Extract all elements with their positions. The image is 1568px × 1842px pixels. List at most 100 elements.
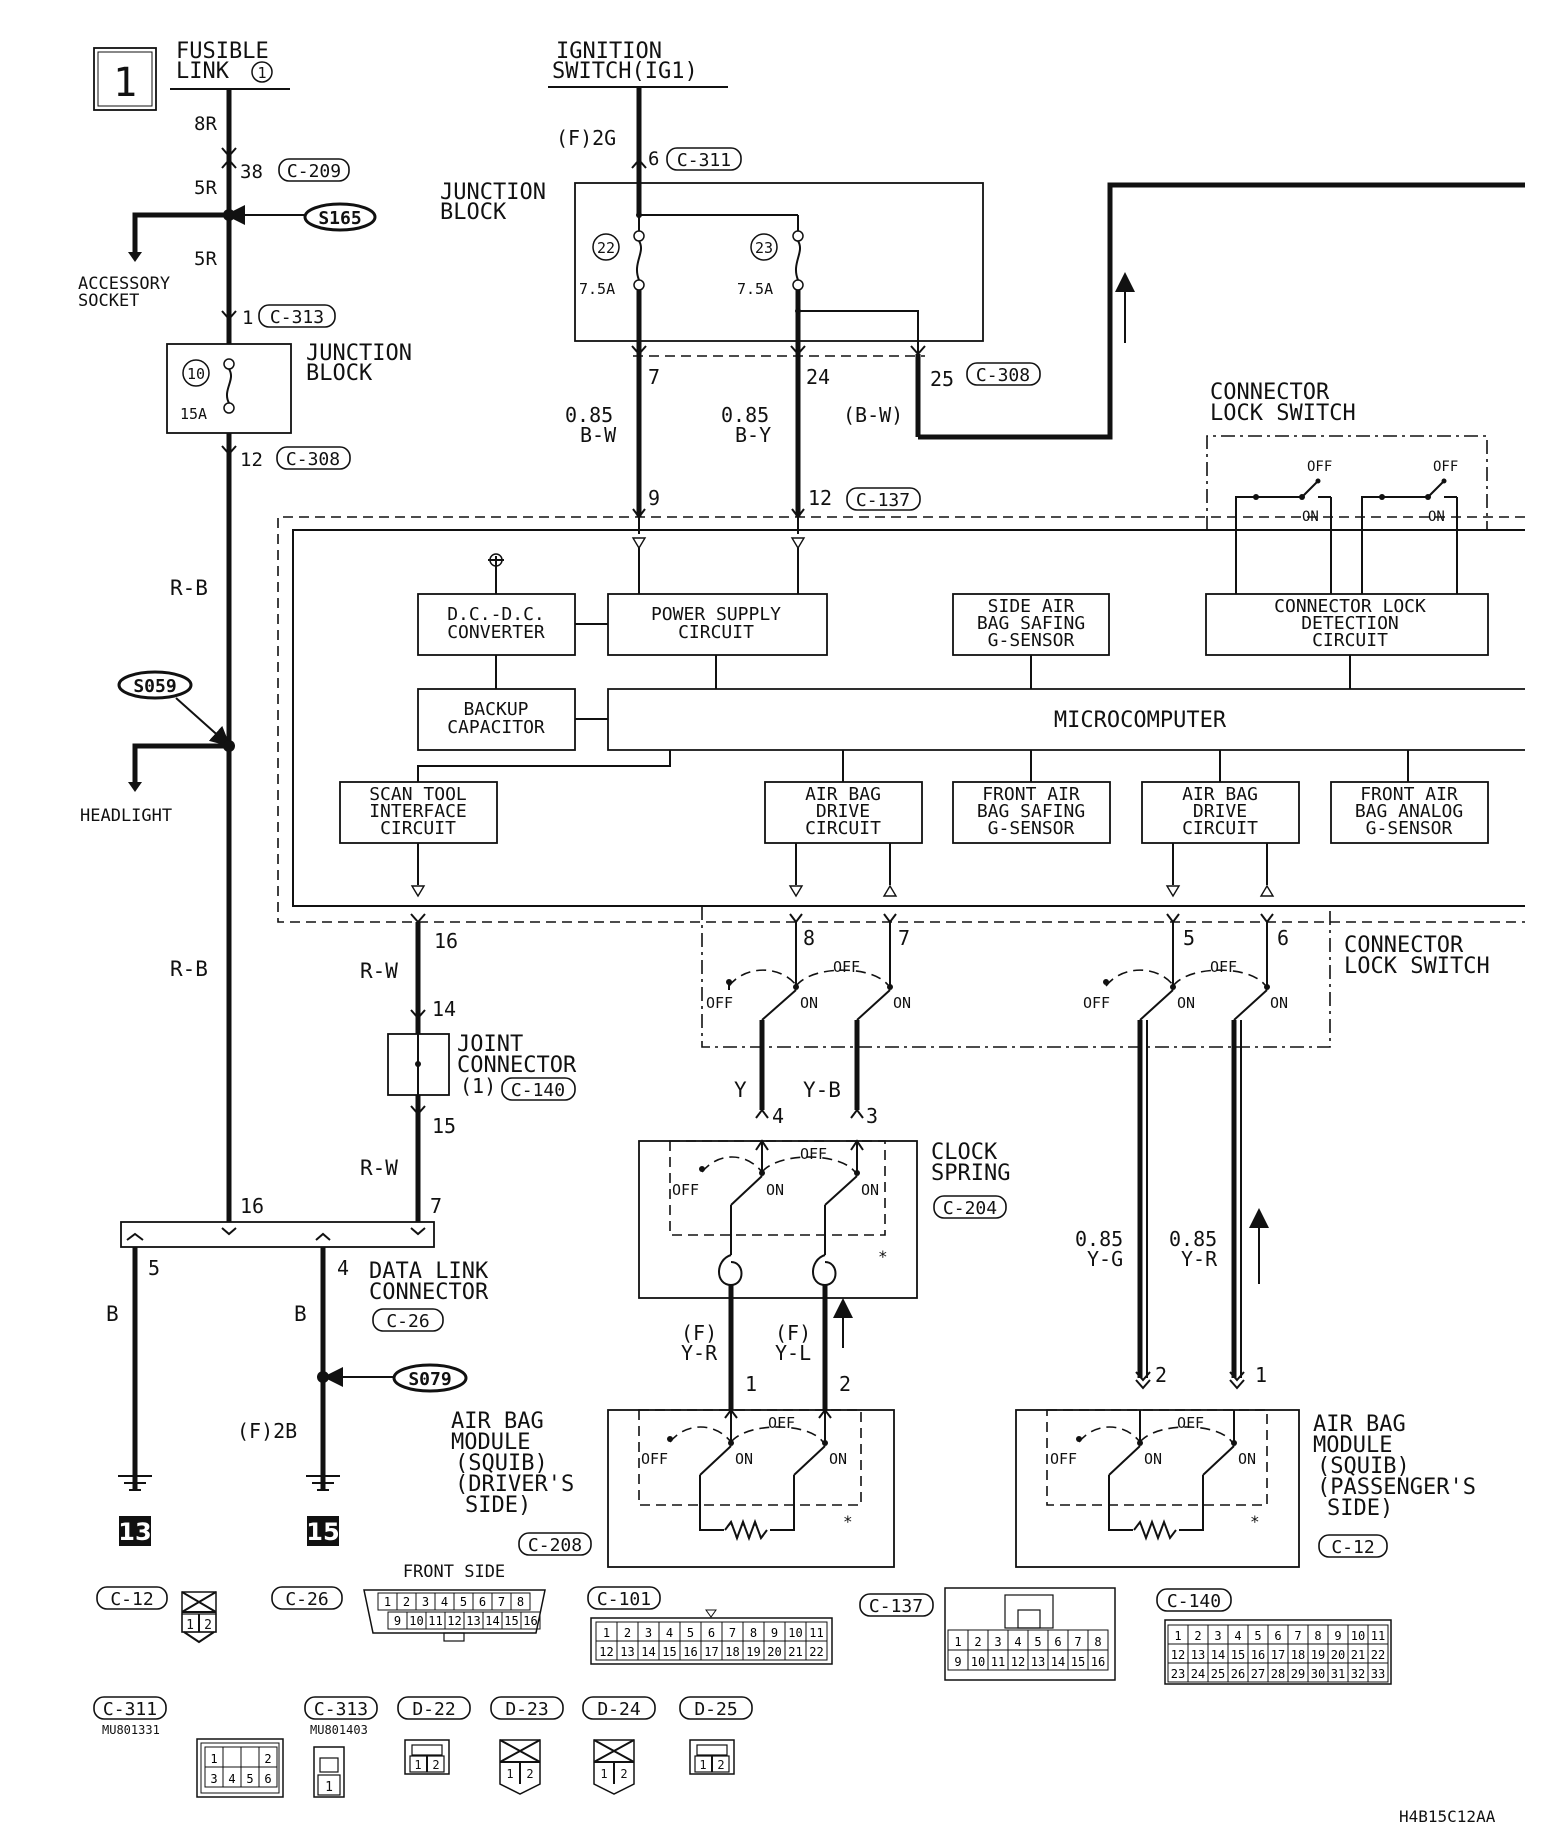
svg-text:SIDE): SIDE): [465, 1493, 531, 1518]
svg-text:7: 7: [1074, 1635, 1081, 1649]
svg-text:5: 5: [1254, 1629, 1261, 1643]
svg-text:6: 6: [264, 1772, 271, 1786]
svg-text:13: 13: [118, 1518, 151, 1546]
svg-text:AIR BAG: AIR BAG: [805, 784, 881, 805]
svg-text:27: 27: [1251, 1667, 1265, 1681]
svg-text:CIRCUIT: CIRCUIT: [678, 622, 754, 643]
svg-text:16: 16: [240, 1194, 264, 1218]
svg-text:ON: ON: [861, 1181, 879, 1199]
svg-text:CONNECTOR: CONNECTOR: [457, 1053, 577, 1078]
svg-text:FRONT AIR: FRONT AIR: [1360, 784, 1458, 805]
svg-text:1: 1: [506, 1767, 513, 1781]
svg-text:25: 25: [1211, 1667, 1225, 1681]
svg-text:16: 16: [523, 1614, 537, 1628]
svg-text:13: 13: [1031, 1655, 1045, 1669]
svg-text:14: 14: [485, 1614, 499, 1628]
svg-text:*: *: [1250, 1512, 1260, 1531]
svg-text:OFF: OFF: [706, 994, 733, 1012]
svg-text:C-209: C-209: [287, 161, 341, 182]
svg-text:5: 5: [687, 1626, 694, 1640]
svg-text:ON: ON: [893, 994, 911, 1012]
svg-text:25: 25: [930, 367, 954, 391]
svg-text:AIR BAG: AIR BAG: [1182, 784, 1258, 805]
svg-text:1: 1: [325, 1780, 333, 1795]
svg-text:10: 10: [409, 1614, 423, 1628]
svg-text:Y-R: Y-R: [1181, 1247, 1218, 1271]
svg-text:C-140: C-140: [1167, 1591, 1221, 1612]
svg-text:Y-L: Y-L: [775, 1341, 811, 1365]
svg-text:16: 16: [1091, 1655, 1105, 1669]
svg-text:12: 12: [447, 1614, 461, 1628]
svg-text:IGNITION: IGNITION: [556, 39, 662, 64]
svg-text:JOINT: JOINT: [457, 1032, 523, 1057]
svg-text:ON: ON: [800, 994, 818, 1012]
svg-text:7.5A: 7.5A: [737, 280, 773, 298]
svg-text:26: 26: [1231, 1667, 1245, 1681]
svg-text:4: 4: [228, 1772, 235, 1786]
svg-text:OFF: OFF: [800, 1145, 827, 1163]
svg-text:1: 1: [954, 1635, 961, 1649]
connector-lock-switch-middle: CONNECTOR LOCK SWITCH 8 7 5 6 OFF ON OFF…: [701, 906, 1490, 1378]
svg-text:MU801331: MU801331: [102, 1723, 160, 1737]
svg-text:MODULE: MODULE: [451, 1430, 530, 1455]
svg-text:(SQUIB): (SQUIB): [1317, 1454, 1410, 1479]
svg-text:12: 12: [1171, 1648, 1185, 1662]
svg-text:9: 9: [954, 1655, 961, 1669]
svg-text:SPRING: SPRING: [931, 1161, 1010, 1186]
svg-text:1: 1: [603, 1626, 610, 1640]
svg-text:JUNCTION: JUNCTION: [306, 341, 412, 366]
svg-text:CONNECTOR LOCK: CONNECTOR LOCK: [1274, 596, 1426, 617]
svg-text:C-26: C-26: [386, 1311, 429, 1332]
svg-text:16: 16: [1251, 1648, 1265, 1662]
svg-text:B-W: B-W: [580, 423, 617, 447]
svg-text:0.85: 0.85: [565, 403, 613, 427]
svg-text:9: 9: [1334, 1629, 1341, 1643]
svg-text:Y-R: Y-R: [681, 1341, 718, 1365]
svg-text:21: 21: [788, 1645, 802, 1659]
svg-text:4: 4: [441, 1595, 448, 1609]
svg-text:ACCESSORY: ACCESSORY: [78, 274, 170, 294]
svg-text:1: 1: [745, 1372, 757, 1396]
svg-text:BLOCK: BLOCK: [306, 361, 373, 386]
svg-text:1: 1: [1174, 1629, 1181, 1643]
svg-text:8: 8: [517, 1595, 524, 1609]
svg-text:1: 1: [600, 1767, 607, 1781]
svg-text:1: 1: [384, 1595, 391, 1609]
svg-text:23: 23: [755, 239, 773, 257]
svg-text:24: 24: [806, 365, 830, 389]
svg-text:POWER SUPPLY: POWER SUPPLY: [651, 604, 781, 625]
svg-text:17: 17: [704, 1645, 718, 1659]
svg-text:R-B: R-B: [170, 957, 208, 981]
svg-text:(F)2G: (F)2G: [556, 126, 616, 150]
svg-text:*: *: [843, 1512, 853, 1531]
svg-text:20: 20: [1331, 1648, 1345, 1662]
svg-text:1: 1: [414, 1758, 421, 1772]
svg-text:ON: ON: [1144, 1450, 1162, 1468]
svg-text:CONNECTOR: CONNECTOR: [1210, 380, 1330, 405]
svg-text:12: 12: [808, 486, 832, 510]
svg-text:5: 5: [1034, 1635, 1041, 1649]
svg-text:R-W: R-W: [360, 959, 398, 983]
svg-text:OFF: OFF: [1307, 459, 1332, 475]
svg-text:C-313: C-313: [314, 1699, 368, 1720]
svg-text:C-137: C-137: [869, 1596, 923, 1617]
svg-text:2: 2: [624, 1626, 631, 1640]
svg-text:FUSIBLE: FUSIBLE: [176, 39, 269, 64]
svg-text:DRIVE: DRIVE: [816, 801, 870, 822]
svg-text:(F): (F): [775, 1321, 811, 1345]
svg-text:INTERFACE: INTERFACE: [369, 801, 467, 822]
svg-text:B: B: [106, 1302, 119, 1326]
svg-text:5: 5: [148, 1256, 160, 1280]
svg-text:MICROCOMPUTER: MICROCOMPUTER: [1054, 708, 1227, 733]
ground-symbol-13: 13: [118, 1475, 152, 1546]
svg-text:1: 1: [210, 1752, 217, 1766]
svg-text:*: *: [878, 1247, 888, 1266]
svg-text:5R: 5R: [194, 177, 217, 199]
svg-text:3: 3: [994, 1635, 1001, 1649]
svg-text:ON: ON: [1302, 509, 1319, 525]
svg-text:7.5A: 7.5A: [579, 280, 615, 298]
svg-text:7: 7: [648, 365, 660, 389]
svg-text:6: 6: [1277, 926, 1289, 950]
svg-text:(SQUIB): (SQUIB): [455, 1451, 548, 1476]
svg-text:38: 38: [240, 161, 263, 183]
